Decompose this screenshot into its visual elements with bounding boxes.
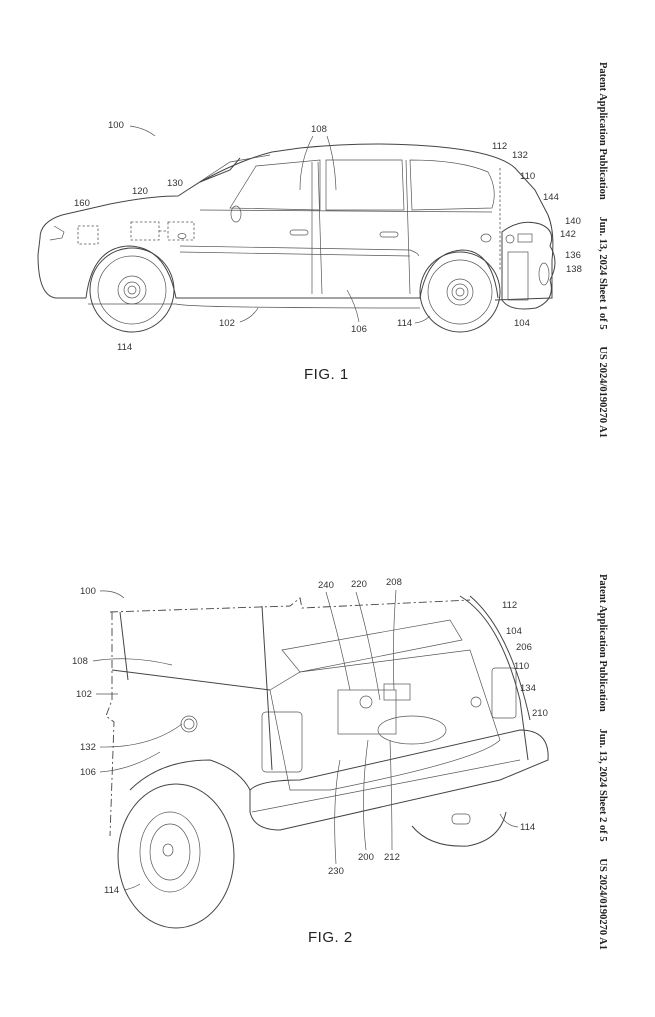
svg-text:114: 114 <box>104 885 119 896</box>
svg-text:140: 140 <box>565 216 581 227</box>
svg-text:102: 102 <box>219 318 235 329</box>
svg-text:220: 220 <box>351 579 367 590</box>
svg-text:134: 134 <box>520 683 536 694</box>
svg-text:132: 132 <box>80 742 96 753</box>
fig-2-reference-labels: 100 108 102 132 106 114 240 220 208 112 … <box>72 577 548 896</box>
svg-text:100: 100 <box>80 586 96 597</box>
svg-text:108: 108 <box>72 656 88 667</box>
svg-text:206: 206 <box>516 642 532 653</box>
svg-text:144: 144 <box>543 192 559 203</box>
fig-2-caption: FIG. 2 <box>308 929 353 946</box>
svg-text:138: 138 <box>566 264 582 275</box>
svg-text:112: 112 <box>492 141 507 152</box>
fig-1-caption: FIG. 1 <box>304 366 349 383</box>
svg-text:104: 104 <box>514 318 530 329</box>
svg-text:208: 208 <box>386 577 402 588</box>
svg-text:136: 136 <box>565 250 581 261</box>
svg-text:160: 160 <box>74 198 90 209</box>
svg-text:108: 108 <box>311 124 327 135</box>
fig-1-reference-labels: 100 108 112 132 110 144 140 142 136 138 … <box>74 120 582 353</box>
svg-text:106: 106 <box>80 767 96 778</box>
svg-text:110: 110 <box>514 661 529 672</box>
svg-text:240: 240 <box>318 580 334 591</box>
svg-text:112: 112 <box>502 600 517 611</box>
svg-text:104: 104 <box>506 626 522 637</box>
svg-text:114: 114 <box>397 318 412 329</box>
svg-text:110: 110 <box>520 171 535 182</box>
svg-text:114: 114 <box>117 342 132 353</box>
svg-text:106: 106 <box>351 324 367 335</box>
svg-text:130: 130 <box>167 178 183 189</box>
svg-text:100: 100 <box>108 120 124 131</box>
svg-text:200: 200 <box>358 852 374 863</box>
svg-text:210: 210 <box>532 708 548 719</box>
svg-text:132: 132 <box>512 150 528 161</box>
svg-text:230: 230 <box>328 866 344 877</box>
svg-text:212: 212 <box>384 852 400 863</box>
svg-text:120: 120 <box>132 186 148 197</box>
svg-text:102: 102 <box>76 689 92 700</box>
svg-text:142: 142 <box>560 229 576 240</box>
svg-text:114: 114 <box>520 822 535 833</box>
